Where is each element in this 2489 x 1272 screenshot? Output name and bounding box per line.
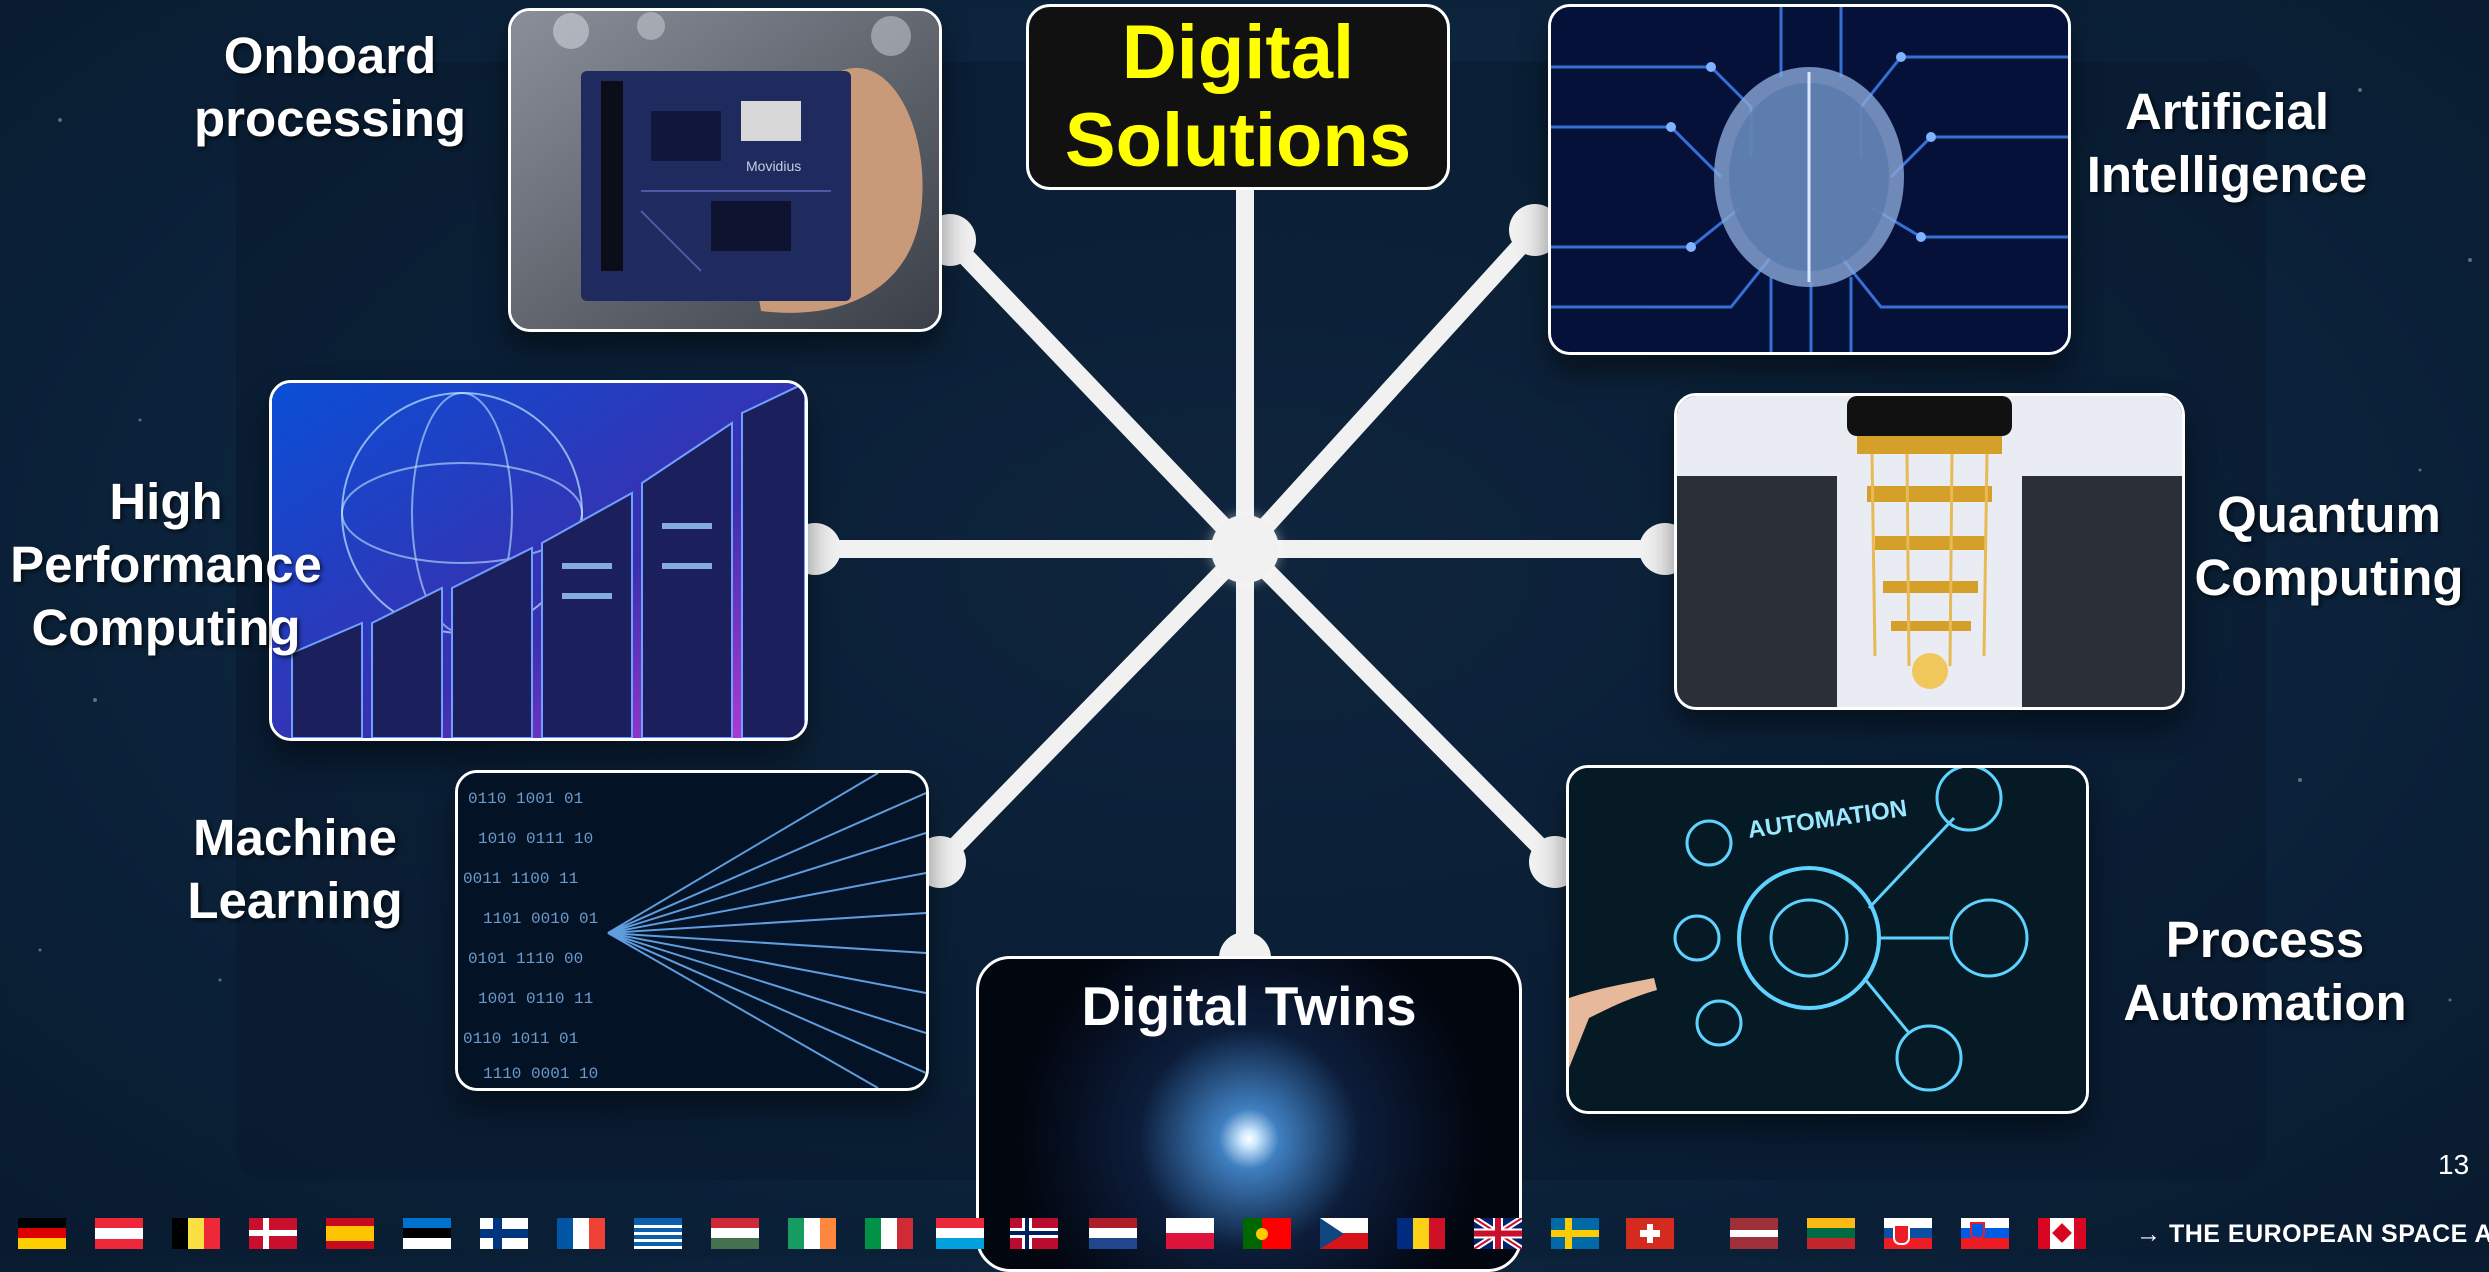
flag-greece-icon — [634, 1218, 682, 1249]
flag-ireland-icon — [788, 1218, 836, 1249]
label-quantum-computing: Quantum Computing — [2194, 486, 2464, 606]
title-box: Digital Solutions — [1026, 4, 1450, 190]
title-line-2: Solutions — [1064, 98, 1412, 183]
flag-latvia-icon — [1730, 1218, 1778, 1249]
svg-text:0110 1001 01: 0110 1001 01 — [468, 790, 583, 808]
quantum-computing-image — [1674, 393, 2185, 710]
svg-text:0011 1100 11: 0011 1100 11 — [463, 870, 578, 888]
flag-czech-republic-icon — [1320, 1218, 1368, 1249]
svg-text:1101 0010 01: 1101 0010 01 — [483, 910, 598, 928]
high-performance-computing-image — [269, 380, 808, 741]
title-line-1: Digital — [1121, 10, 1355, 95]
spoke-to-machine-learning — [931, 540, 1254, 871]
flag-austria-icon — [95, 1218, 143, 1249]
svg-text:1110 0001 10: 1110 0001 10 — [483, 1065, 598, 1083]
svg-text:1001 0110 11: 1001 0110 11 — [478, 990, 593, 1008]
board-chip-text: Movidius — [746, 158, 801, 174]
flag-netherlands-icon — [1089, 1218, 1137, 1249]
flag-canada-icon — [2038, 1218, 2086, 1249]
page-number: 13 — [2438, 1149, 2470, 1180]
flag-finland-icon — [480, 1218, 528, 1249]
flag-spain-icon — [326, 1218, 374, 1249]
flag-hungary-icon — [711, 1218, 759, 1249]
flag-italy-icon — [865, 1218, 913, 1249]
flag-norway-icon — [1010, 1218, 1058, 1249]
flag-germany-icon — [18, 1218, 66, 1249]
label-artificial-intelligence: Artificial Intelligence — [2086, 83, 2368, 203]
spoke-to-artificial-intelligence — [1236, 221, 1544, 558]
flag-switzerland-icon — [1626, 1218, 1674, 1249]
label-process-automation: Process Automation — [2123, 911, 2407, 1031]
flag-romania-icon — [1397, 1218, 1445, 1249]
flag-estonia-icon — [403, 1218, 451, 1249]
flag-lithuania-icon — [1807, 1218, 1855, 1249]
member-state-flags-bar — [0, 1212, 2489, 1257]
artificial-intelligence-image — [1548, 4, 2071, 355]
spoke-to-process-automation — [1236, 540, 1564, 871]
esa-brand-text: → THE EUROPEAN SPACE AGENCY — [2136, 1220, 2489, 1248]
label-high-performance-computing: High Performance Computing — [10, 473, 322, 656]
flag-slovenia-icon — [1961, 1218, 2009, 1249]
flag-united-kingdom-icon — [1474, 1218, 1522, 1249]
flag-france-icon — [557, 1218, 605, 1249]
digital-twins-title: Digital Twins — [1081, 975, 1417, 1037]
flag-poland-icon — [1166, 1218, 1214, 1249]
flag-sweden-icon — [1551, 1218, 1599, 1249]
label-onboard-processing: Onboard processing — [193, 27, 467, 147]
machine-learning-image: 0110 1001 01 1010 0111 10 0011 1100 11 110… — [455, 770, 929, 1091]
process-automation-image: AUTOMATION — [1566, 765, 2089, 1114]
onboard-processing-image: Movidius — [508, 8, 942, 332]
flag-denmark-icon — [249, 1218, 297, 1249]
flag-luxembourg-icon — [936, 1218, 984, 1249]
flag-slovakia-icon — [1884, 1218, 1932, 1249]
spoke-to-onboard-processing — [941, 231, 1254, 558]
label-machine-learning: Machine Learning — [187, 809, 403, 929]
svg-text:1010 0111 10: 1010 0111 10 — [478, 830, 593, 848]
flag-portugal-icon — [1243, 1218, 1291, 1249]
central-hub-node — [1211, 515, 1279, 583]
flag-belgium-icon — [172, 1218, 220, 1249]
svg-text:0110 1011 01: 0110 1011 01 — [463, 1030, 578, 1048]
svg-text:0101 1110 00: 0101 1110 00 — [468, 950, 583, 968]
